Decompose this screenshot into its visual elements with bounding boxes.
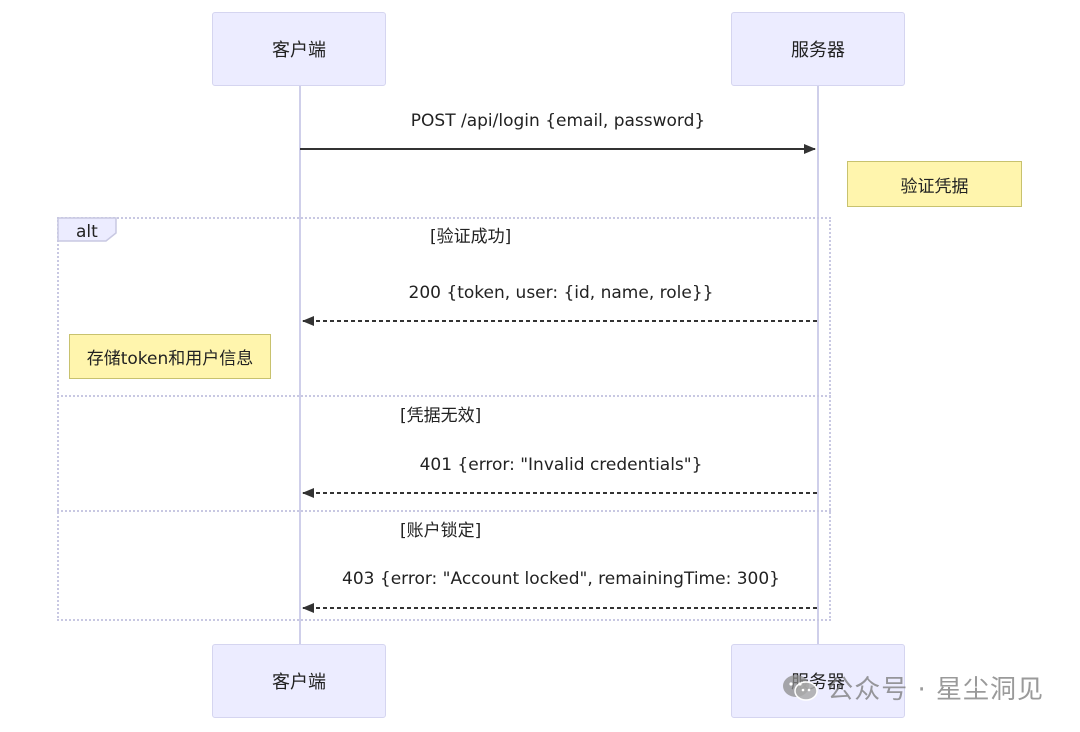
server-lifeline [817, 86, 819, 644]
login-request-label: POST /api/login {email, password} [410, 111, 706, 131]
locked-response-label: 403 {error: "Account locked", remainingT… [342, 569, 780, 589]
actor-client-top: 客户端 [212, 12, 386, 86]
note-store: 存储token和用户信息 [69, 334, 271, 379]
success-response-label: 200 {token, user: {id, name, role}} [408, 283, 714, 303]
actor-client-bottom: 客户端 [212, 644, 386, 718]
watermark: 公众号 · 星尘洞见 [781, 669, 1044, 706]
invalid-response-label: 401 {error: "Invalid credentials"} [419, 455, 703, 475]
alt-label: alt [76, 222, 98, 242]
client-lifeline [299, 86, 301, 644]
alt-divider-2 [57, 510, 831, 512]
actor-server-bottom: 服务器 [731, 644, 905, 718]
alt-branch-invalid: [凭据无效] [400, 406, 482, 426]
alt-branch-locked: [账户锁定] [400, 521, 482, 541]
wechat-icon [783, 674, 818, 701]
alt-frame [57, 217, 831, 621]
note-verify: 验证凭据 [847, 161, 1022, 207]
watermark-text: 公众号 · 星尘洞见 [827, 675, 1044, 705]
alt-tag-shape [57, 217, 117, 242]
alt-branch-success: [验证成功] [430, 227, 512, 247]
alt-divider-1 [57, 395, 831, 397]
actor-server-top: 服务器 [731, 12, 905, 86]
